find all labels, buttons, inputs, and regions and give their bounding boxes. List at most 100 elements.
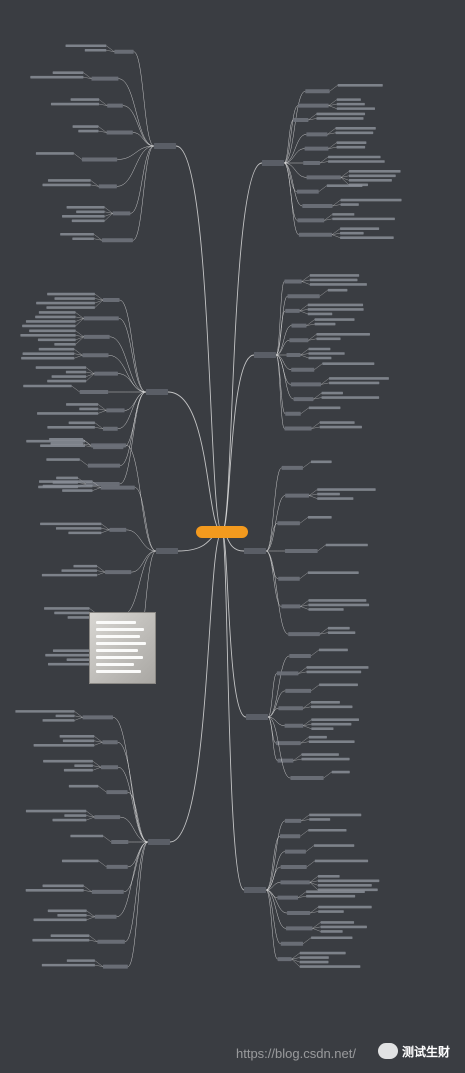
leaf-node[interactable]	[308, 356, 332, 360]
leaf-node[interactable]	[313, 844, 355, 847]
leaf-node[interactable]	[63, 768, 93, 772]
leaf-node[interactable]	[327, 631, 356, 634]
leaf-node[interactable]	[320, 925, 367, 929]
subtopic-node[interactable]	[285, 688, 312, 693]
leaf-node[interactable]	[25, 809, 87, 813]
leaf-node[interactable]	[306, 894, 356, 898]
leaf-node[interactable]	[322, 362, 375, 366]
leaf-node[interactable]	[65, 44, 107, 48]
leaf-node[interactable]	[52, 71, 84, 74]
leaf-node[interactable]	[319, 683, 358, 687]
leaf-node[interactable]	[40, 522, 102, 526]
leaf-node[interactable]	[35, 366, 87, 369]
leaf-node[interactable]	[68, 421, 95, 425]
branch-node[interactable]	[244, 548, 266, 554]
subtopic-node[interactable]	[284, 818, 302, 823]
leaf-node[interactable]	[299, 951, 346, 955]
leaf-node[interactable]	[42, 719, 75, 722]
leaf-node[interactable]	[310, 705, 353, 709]
leaf-node[interactable]	[329, 377, 389, 380]
leaf-node[interactable]	[35, 315, 76, 319]
leaf-node[interactable]	[299, 960, 329, 964]
subtopic-node[interactable]	[286, 353, 301, 357]
subtopic-node[interactable]	[287, 294, 320, 299]
leaf-node[interactable]	[68, 784, 99, 788]
subtopic-node[interactable]	[94, 914, 117, 919]
leaf-node[interactable]	[348, 174, 396, 178]
leaf-node[interactable]	[325, 543, 368, 547]
leaf-node[interactable]	[47, 425, 95, 429]
leaf-node[interactable]	[318, 905, 372, 909]
subtopic-node[interactable]	[102, 298, 120, 303]
leaf-node[interactable]	[314, 859, 369, 863]
leaf-node[interactable]	[329, 381, 380, 385]
leaf-node[interactable]	[327, 288, 348, 292]
leaf-node[interactable]	[55, 714, 75, 718]
leaf-node[interactable]	[317, 875, 340, 878]
leaf-node[interactable]	[42, 884, 84, 888]
leaf-node[interactable]	[309, 818, 331, 821]
leaf-node[interactable]	[44, 607, 90, 610]
leaf-node[interactable]	[68, 531, 102, 535]
subtopic-node[interactable]	[278, 706, 303, 711]
leaf-node[interactable]	[309, 813, 362, 817]
subtopic-node[interactable]	[97, 939, 125, 944]
leaf-node[interactable]	[20, 334, 76, 337]
leaf-node[interactable]	[307, 515, 332, 519]
subtopic-node[interactable]	[79, 390, 109, 394]
branch-node[interactable]	[262, 160, 284, 166]
leaf-node[interactable]	[340, 198, 402, 202]
leaf-node[interactable]	[46, 458, 80, 461]
leaf-node[interactable]	[62, 739, 95, 743]
leaf-node[interactable]	[316, 332, 370, 336]
leaf-node[interactable]	[311, 718, 360, 722]
branch-node[interactable]	[148, 839, 170, 845]
leaf-node[interactable]	[22, 352, 75, 356]
subtopic-node[interactable]	[304, 146, 329, 151]
branch-node[interactable]	[146, 389, 168, 395]
leaf-node[interactable]	[23, 384, 72, 388]
subtopic-node[interactable]	[278, 576, 300, 581]
subtopic-node[interactable]	[279, 834, 301, 839]
subtopic-node[interactable]	[290, 776, 324, 781]
leaf-node[interactable]	[308, 599, 367, 602]
leaf-node[interactable]	[337, 83, 383, 87]
leaf-node[interactable]	[37, 412, 99, 415]
central-topic[interactable]	[196, 526, 248, 538]
leaf-node[interactable]	[74, 764, 93, 768]
subtopic-node[interactable]	[297, 218, 325, 223]
subtopic-node[interactable]	[298, 232, 333, 237]
leaf-node[interactable]	[340, 236, 394, 240]
subtopic-node[interactable]	[276, 671, 299, 676]
leaf-node[interactable]	[54, 297, 95, 300]
branch-node[interactable]	[246, 714, 268, 720]
leaf-node[interactable]	[340, 227, 380, 231]
leaf-node[interactable]	[306, 890, 365, 893]
leaf-node[interactable]	[59, 734, 95, 738]
leaf-node[interactable]	[348, 170, 401, 173]
leaf-node[interactable]	[308, 740, 355, 743]
subtopic-node[interactable]	[106, 130, 133, 135]
subtopic-node[interactable]	[83, 316, 119, 321]
leaf-node[interactable]	[36, 301, 95, 305]
subtopic-node[interactable]	[111, 840, 129, 844]
subtopic-node[interactable]	[91, 76, 119, 81]
leaf-node[interactable]	[71, 219, 105, 223]
subtopic-node[interactable]	[91, 443, 127, 448]
subtopic-node[interactable]	[284, 723, 304, 728]
leaf-node[interactable]	[309, 283, 367, 286]
leaf-node[interactable]	[326, 184, 363, 187]
leaf-node[interactable]	[50, 442, 84, 446]
leaf-node[interactable]	[328, 155, 381, 159]
leaf-node[interactable]	[336, 145, 366, 149]
subtopic-node[interactable]	[112, 211, 131, 216]
leaf-node[interactable]	[72, 237, 94, 241]
leaf-node[interactable]	[335, 127, 376, 130]
leaf-node[interactable]	[317, 488, 376, 491]
leaf-node[interactable]	[35, 152, 74, 155]
subtopic-node[interactable]	[298, 103, 329, 108]
subtopic-node[interactable]	[277, 895, 299, 900]
subtopic-node[interactable]	[280, 941, 304, 946]
subtopic-node[interactable]	[106, 864, 128, 869]
subtopic-node[interactable]	[102, 740, 118, 745]
